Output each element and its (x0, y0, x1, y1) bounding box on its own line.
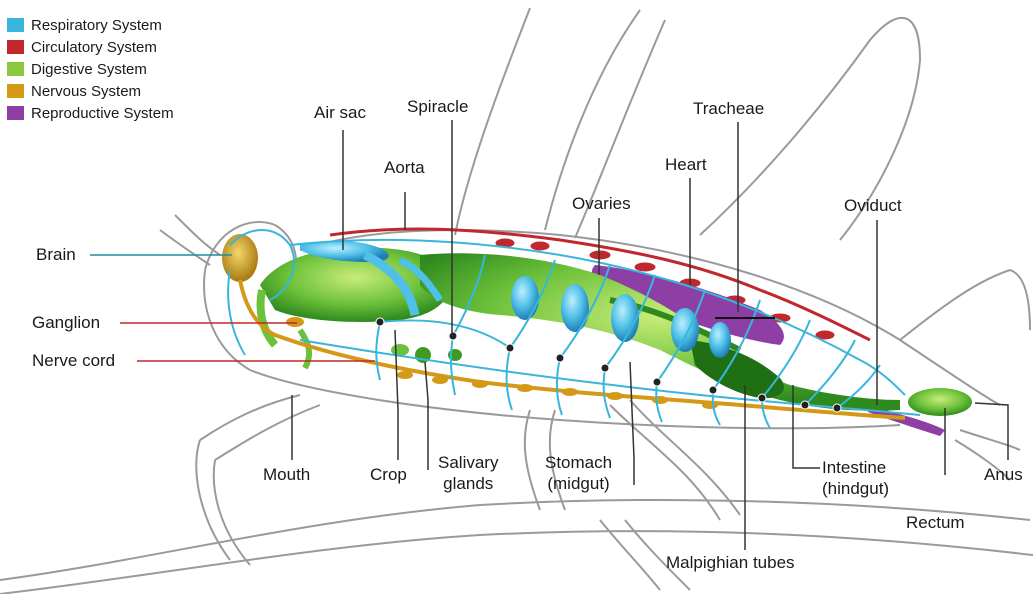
label-aorta: Aorta (384, 157, 425, 178)
label-ganglion: Ganglion (32, 312, 100, 333)
legend-label: Circulatory System (31, 39, 157, 56)
legend-label: Nervous System (31, 83, 141, 100)
legend-label: Digestive System (31, 61, 147, 78)
legend-item: Circulatory System (7, 36, 174, 58)
label-heart: Heart (665, 154, 707, 175)
label-salivary-line1: Salivary (438, 452, 498, 473)
leader-salivary (425, 362, 428, 470)
label-intestine-line2: (hindgut) (822, 478, 889, 499)
label-salivary-glands: Salivary glands (438, 452, 498, 494)
legend-swatch (7, 18, 24, 32)
legend-label: Reproductive System (31, 105, 174, 122)
label-oviduct: Oviduct (844, 195, 902, 216)
label-rectum: Rectum (906, 512, 965, 533)
legend-label: Respiratory System (31, 17, 162, 34)
legend-item: Respiratory System (7, 14, 174, 36)
label-salivary-line2: glands (438, 473, 498, 494)
label-anus: Anus (984, 464, 1023, 485)
label-spiracle: Spiracle (407, 96, 468, 117)
label-tracheae: Tracheae (693, 98, 764, 119)
label-ovaries: Ovaries (572, 193, 631, 214)
reproductive-system (592, 265, 945, 436)
label-intestine: Intestine (hindgut) (822, 457, 889, 499)
label-brain: Brain (36, 244, 76, 265)
legend: Respiratory System Circulatory System Di… (7, 14, 174, 124)
legend-swatch (7, 40, 24, 54)
label-stomach-line2: (midgut) (545, 473, 612, 494)
label-mouth: Mouth (263, 464, 310, 485)
legend-item: Nervous System (7, 80, 174, 102)
label-intestine-line1: Intestine (822, 457, 889, 478)
legend-swatch (7, 62, 24, 76)
label-stomach-line1: Stomach (545, 452, 612, 473)
legend-item: Digestive System (7, 58, 174, 80)
legend-swatch (7, 84, 24, 98)
label-crop: Crop (370, 464, 407, 485)
label-air-sac: Air sac (314, 102, 366, 123)
label-nerve-cord: Nerve cord (32, 350, 115, 371)
legend-swatch (7, 106, 24, 120)
leader-anus (975, 403, 1008, 460)
label-stomach: Stomach (midgut) (545, 452, 612, 494)
label-malpighian-tubes: Malpighian tubes (666, 552, 795, 573)
legend-item: Reproductive System (7, 102, 174, 124)
